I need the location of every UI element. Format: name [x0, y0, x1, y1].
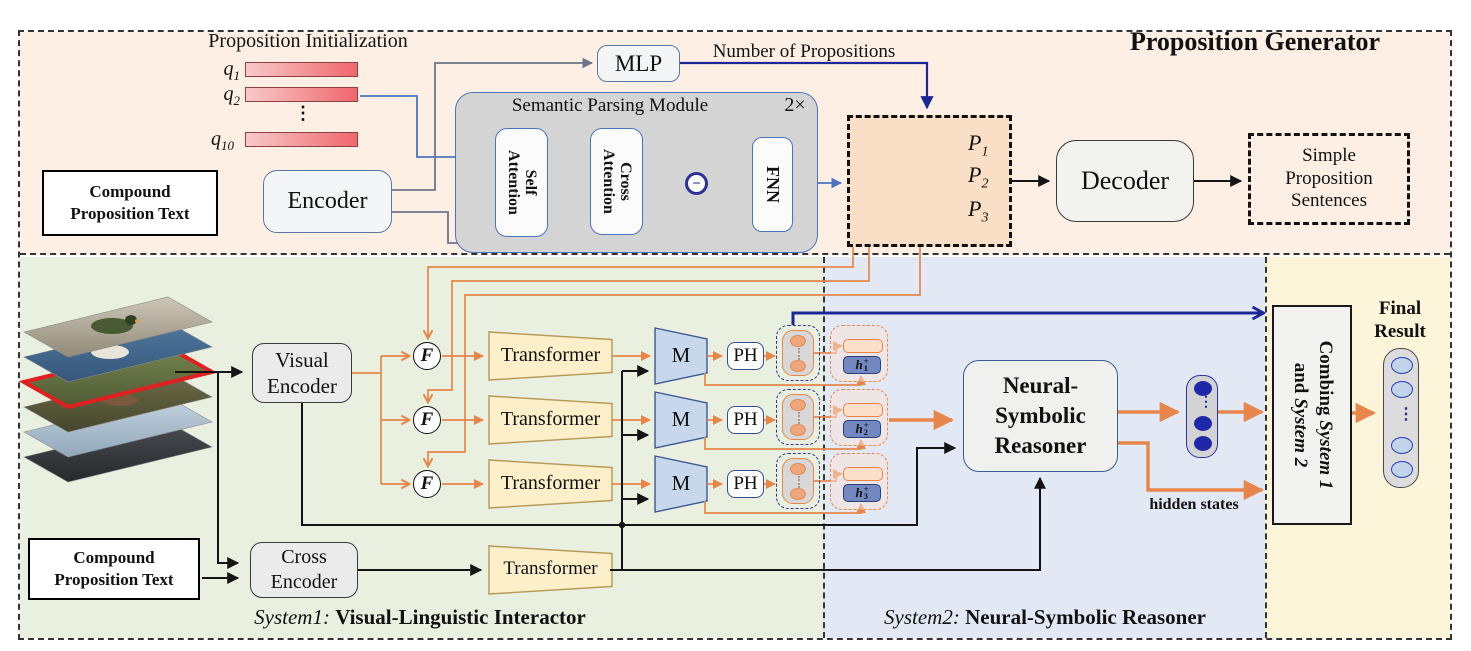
combiner-box: [1272, 305, 1352, 525]
proposition-label-1: P1: [968, 130, 989, 160]
proposition-label-3: P3: [968, 196, 989, 226]
video-frame-stack: [18, 296, 218, 483]
slot-pill-1: [782, 330, 814, 376]
system2-label: System2: Neural-Symbolic Reasoner: [884, 605, 1206, 629]
slot-group-2: [776, 389, 820, 445]
query-label-2: q2: [223, 83, 241, 108]
final-pill-dots: ⋮: [1398, 406, 1414, 423]
decoder-box: Decoder: [1056, 140, 1194, 222]
slot-pill-2: [782, 394, 814, 440]
m-module-shapes: [654, 327, 708, 513]
subtract-node: −: [685, 172, 708, 195]
slot-group-3: [776, 453, 820, 509]
fusion-node-1: F: [413, 342, 441, 370]
reasoner-output-pill: ⋮: [1186, 375, 1218, 458]
hidden-cell-2: [843, 403, 883, 417]
query-bar-10: [245, 132, 358, 147]
transformer-shapes: [488, 331, 613, 595]
self-attention-box: [495, 128, 548, 237]
fnn-label: FNN: [763, 166, 783, 203]
proposition-initialization-label: Proposition Initialization: [208, 30, 408, 52]
transformer-label-3: Transformer: [500, 472, 601, 494]
fnn-box: [752, 137, 793, 232]
cross-attention-box: [590, 128, 643, 235]
h-plus-box-3: h+3: [843, 484, 881, 502]
spm-repeat-label: 2×: [784, 94, 806, 116]
combiner-label: Combing System 1 and System 2: [1290, 340, 1336, 490]
hidden-states-label: hidden states: [1149, 496, 1239, 513]
fusion-node-2: F: [413, 406, 441, 434]
slot-group-1: [776, 325, 820, 381]
fusion-node-3: F: [413, 470, 441, 498]
mlp-box: MLP: [597, 45, 680, 82]
encoder-box: Encoder: [263, 170, 392, 233]
compound-proposition-text-box-top: Compound Proposition Text: [42, 170, 218, 236]
hidden-cell-3: [843, 467, 883, 481]
cross-attention-label: Cross Attention: [600, 149, 635, 214]
connectors-system2: [889, 401, 1377, 501]
final-result-pill: ⋮: [1383, 348, 1419, 488]
ph-box-2: PH: [727, 406, 764, 434]
number-of-propositions-label: Number of Propositions: [712, 41, 896, 62]
h-plus-box-2: h+2: [843, 420, 881, 438]
reasoner-pill-dots: ⋮: [1199, 395, 1213, 410]
ph-box-3: PH: [727, 470, 764, 498]
connectors-black: [175, 365, 1046, 584]
query-ellipsis: ⋮: [294, 103, 312, 123]
final-result-label: Final Result: [1374, 298, 1426, 342]
transformer-label-2: Transformer: [500, 408, 601, 430]
system1-shortcut-line: [791, 313, 1263, 325]
compound-proposition-text-box-bottom: Compound Proposition Text: [28, 538, 200, 600]
slot-pill-3: [782, 458, 814, 504]
panel-title: Proposition Generator: [1129, 27, 1381, 56]
proposition-label-2: P2: [968, 162, 989, 192]
transformer-label-1: Transformer: [500, 344, 601, 366]
outer-dashed-border: [18, 30, 1452, 640]
self-attention-label: Self Attention: [505, 150, 540, 215]
query-bar-1: [245, 62, 358, 77]
ph-box-1: PH: [727, 342, 764, 370]
simple-proposition-sentences-box: Simple Proposition Sentences: [1248, 133, 1410, 225]
transformer-label-4: Transformer: [503, 558, 598, 579]
m-label-2: M: [671, 407, 691, 431]
propositions-box: [847, 115, 1012, 247]
query-label-1: q1: [223, 58, 241, 83]
system1-label: System1: Visual-Linguistic Interactor: [254, 605, 586, 629]
h-plus-box-1: h+1: [843, 356, 881, 374]
query-bar-2: [245, 87, 358, 102]
hidden-cell-1: [843, 339, 883, 353]
cross-encoder-box: Cross Encoder: [250, 542, 358, 598]
spm-title: Semantic Parsing Module: [511, 95, 709, 116]
m-label-3: M: [671, 471, 691, 495]
m-label-1: M: [671, 343, 691, 367]
neural-symbolic-reasoner-box: Neural- Symbolic Reasoner: [963, 360, 1118, 472]
visual-encoder-box: Visual Encoder: [252, 343, 352, 403]
query-label-10: q10: [211, 128, 234, 153]
